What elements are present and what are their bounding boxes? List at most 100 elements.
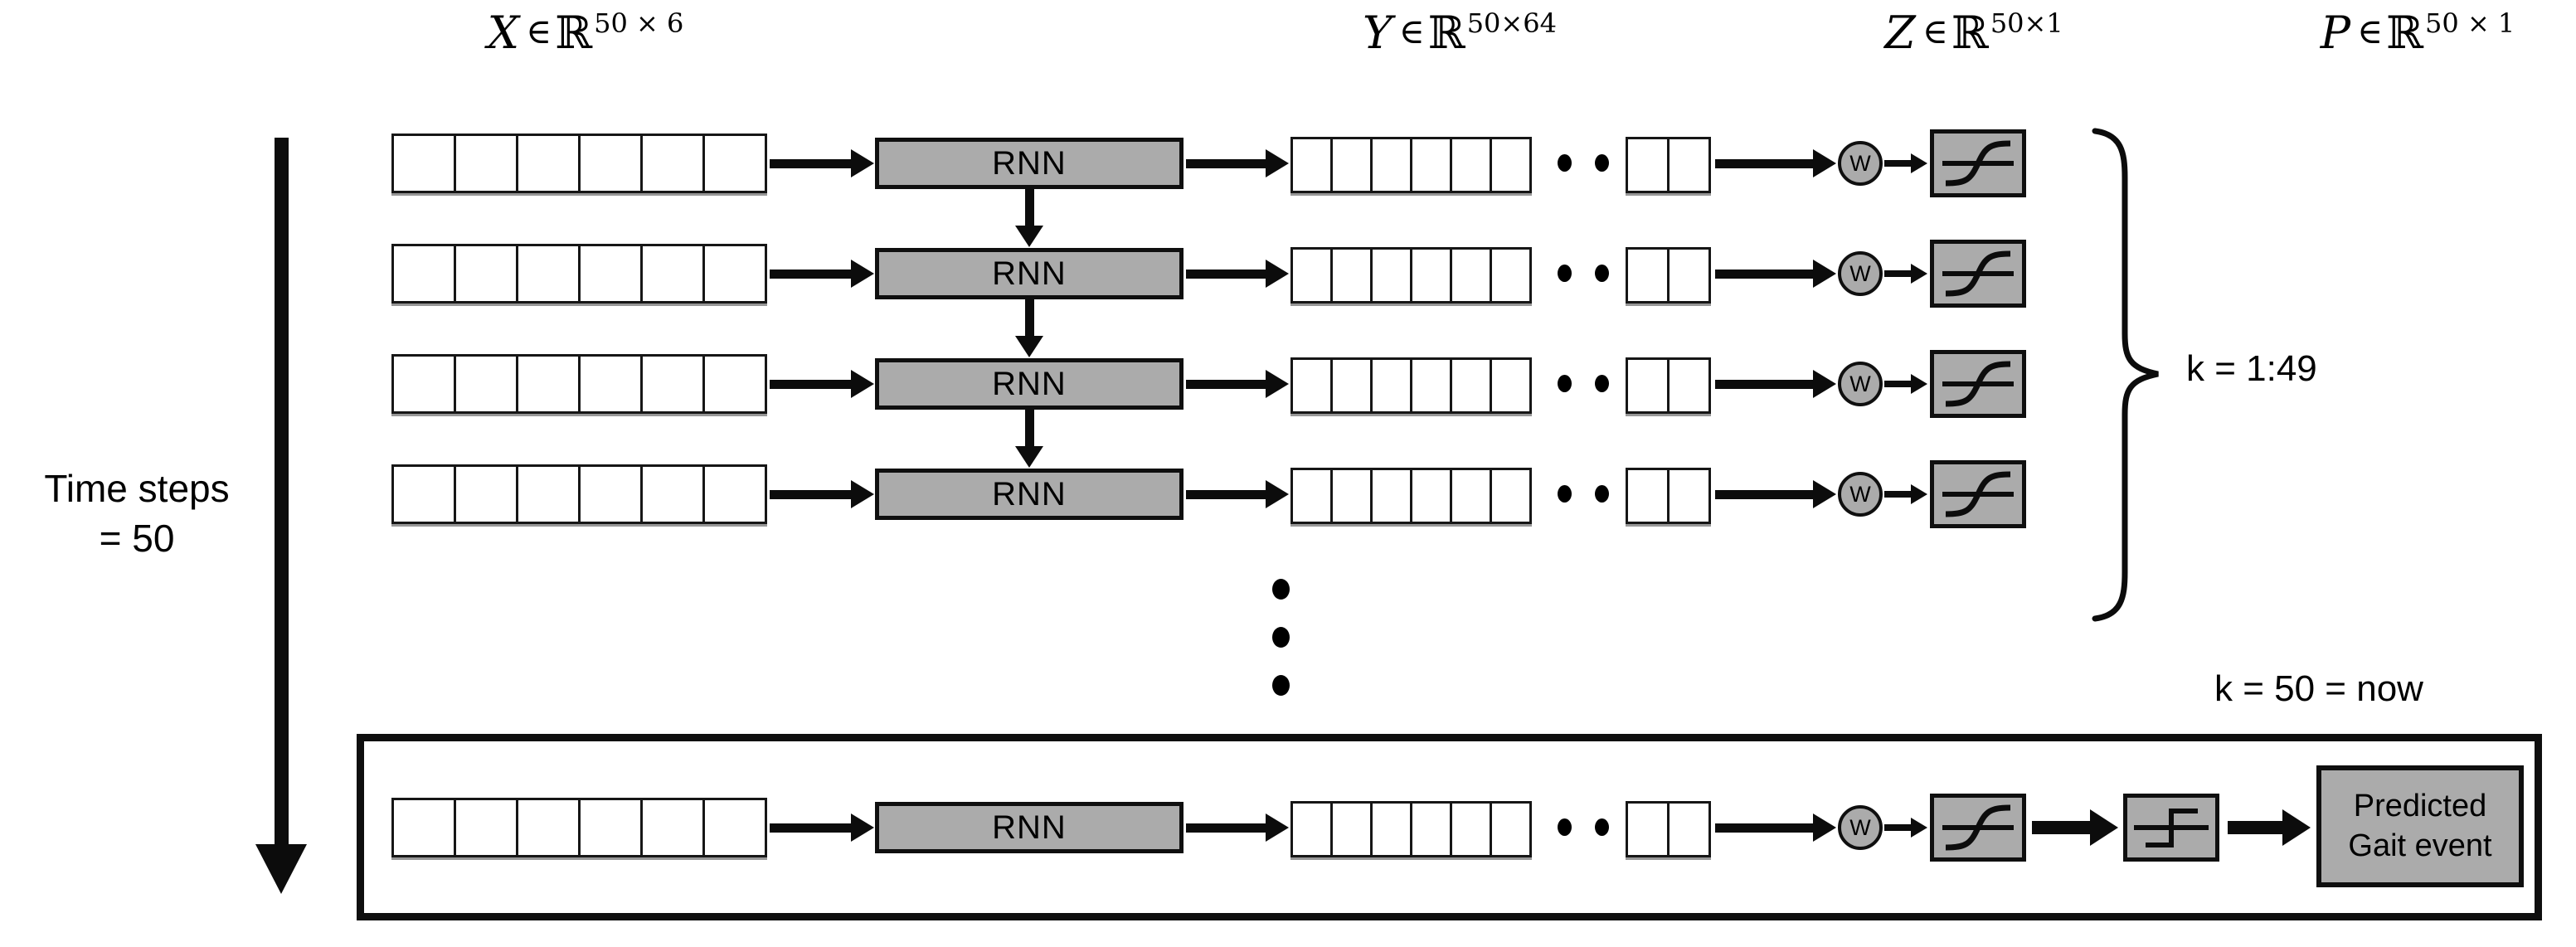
sigmoid-activation-icon bbox=[1930, 240, 2026, 308]
arrow-right-icon bbox=[770, 366, 874, 402]
hidden-vector bbox=[1290, 468, 1532, 524]
weight-node: W bbox=[1838, 251, 1883, 296]
arrow-right-icon bbox=[1715, 476, 1836, 512]
arrow-right-icon bbox=[1186, 145, 1289, 182]
vector-cell bbox=[1293, 250, 1333, 301]
arrow-right-icon bbox=[1186, 476, 1289, 512]
vector-cell bbox=[1412, 470, 1452, 522]
hidden-vector bbox=[1290, 801, 1532, 857]
matrix-label-y: Y∈ℝ50×64 bbox=[1363, 7, 1557, 59]
rnn-label: RNN bbox=[992, 365, 1067, 402]
vector-cell bbox=[581, 136, 643, 191]
vector-cell bbox=[394, 246, 456, 301]
vector-cell bbox=[394, 136, 456, 191]
ellipsis-horizontal-icon bbox=[1558, 485, 1609, 503]
vector-cell bbox=[1412, 250, 1452, 301]
vector-cell bbox=[581, 467, 643, 522]
vector-cell bbox=[705, 246, 765, 301]
rnn-box: RNN bbox=[875, 802, 1184, 853]
vector-cell bbox=[1412, 139, 1452, 191]
vector-cell bbox=[1373, 804, 1412, 855]
rnn-box: RNN bbox=[875, 469, 1184, 520]
arrow-right-icon bbox=[770, 255, 874, 292]
arrow-right-icon bbox=[770, 145, 874, 182]
vector-cell bbox=[1293, 470, 1333, 522]
vector-cell bbox=[1373, 470, 1412, 522]
arrow-down-icon bbox=[1015, 189, 1043, 247]
rnn-label: RNN bbox=[992, 255, 1067, 292]
input-vector bbox=[391, 464, 767, 524]
arrow-right-icon bbox=[1715, 255, 1836, 292]
vector-cell bbox=[1628, 470, 1670, 522]
vector-cell bbox=[1333, 139, 1373, 191]
arrow-right-icon bbox=[2032, 809, 2118, 846]
vector-cell bbox=[643, 800, 705, 855]
matrix-label-z: Z∈ℝ50×1 bbox=[1884, 7, 2063, 59]
hidden-vector-tail bbox=[1626, 801, 1711, 857]
arrow-right-icon bbox=[1715, 145, 1836, 182]
vector-cell bbox=[456, 136, 518, 191]
arrow-right-icon bbox=[1884, 145, 1927, 182]
arrow-right-icon bbox=[1186, 366, 1289, 402]
vector-cell bbox=[1492, 139, 1529, 191]
vector-cell bbox=[518, 357, 581, 411]
rnn-box: RNN bbox=[875, 138, 1184, 189]
rnn-label: RNN bbox=[992, 809, 1067, 846]
ellipsis-horizontal-icon bbox=[1558, 375, 1609, 392]
vector-cell bbox=[1670, 139, 1708, 191]
vector-cell bbox=[705, 357, 765, 411]
rnn-label: RNN bbox=[992, 144, 1067, 182]
weight-node: W bbox=[1838, 141, 1883, 186]
input-vector bbox=[391, 134, 767, 193]
vector-cell bbox=[1333, 250, 1373, 301]
vector-cell bbox=[1293, 804, 1333, 855]
vector-cell bbox=[1670, 470, 1708, 522]
time-axis-arrowhead-icon bbox=[255, 844, 307, 894]
vector-cell bbox=[705, 467, 765, 522]
input-vector bbox=[391, 244, 767, 304]
brace-upper-rows bbox=[2092, 128, 2159, 622]
vector-cell bbox=[1670, 250, 1708, 301]
vector-cell bbox=[1670, 804, 1708, 855]
time-steps-label: Time steps = 50 bbox=[44, 467, 230, 560]
arrow-right-icon bbox=[1186, 809, 1289, 846]
matrix-label-p: P∈ℝ50 × 1 bbox=[2320, 7, 2515, 59]
matrix-label-x: X∈ℝ50 × 6 bbox=[487, 7, 684, 59]
ellipsis-horizontal-icon bbox=[1558, 265, 1609, 282]
vector-cell bbox=[1452, 360, 1492, 411]
arrow-right-icon bbox=[1884, 476, 1927, 512]
predicted-gait-event-box: Predicted Gait event bbox=[2316, 765, 2524, 887]
arrow-right-icon bbox=[1884, 366, 1927, 402]
vector-cell bbox=[1412, 360, 1452, 411]
rnn-label: RNN bbox=[992, 475, 1067, 512]
weight-node: W bbox=[1838, 362, 1883, 406]
rnn-box: RNN bbox=[875, 358, 1184, 410]
hidden-vector-tail bbox=[1626, 357, 1711, 414]
sigmoid-activation-icon bbox=[1930, 460, 2026, 528]
arrow-right-icon bbox=[1884, 255, 1927, 292]
vector-cell bbox=[1628, 139, 1670, 191]
vector-cell bbox=[1452, 804, 1492, 855]
arrow-right-icon bbox=[1186, 255, 1289, 292]
hidden-vector-tail bbox=[1626, 137, 1711, 193]
arrow-right-icon bbox=[1715, 809, 1836, 846]
vector-cell bbox=[1452, 250, 1492, 301]
vector-cell bbox=[643, 136, 705, 191]
vector-cell bbox=[456, 357, 518, 411]
vector-cell bbox=[705, 800, 765, 855]
input-vector bbox=[391, 798, 767, 857]
sigmoid-activation-icon bbox=[1930, 129, 2026, 197]
vector-cell bbox=[1333, 470, 1373, 522]
ellipsis-horizontal-icon bbox=[1558, 154, 1609, 172]
vector-cell bbox=[518, 467, 581, 522]
vector-cell bbox=[1452, 139, 1492, 191]
vector-cell bbox=[1628, 804, 1670, 855]
arrow-down-icon bbox=[1015, 410, 1043, 468]
weight-label: W bbox=[1849, 814, 1871, 840]
vector-cell bbox=[518, 246, 581, 301]
vector-cell bbox=[581, 800, 643, 855]
hidden-vector-tail bbox=[1626, 468, 1711, 524]
